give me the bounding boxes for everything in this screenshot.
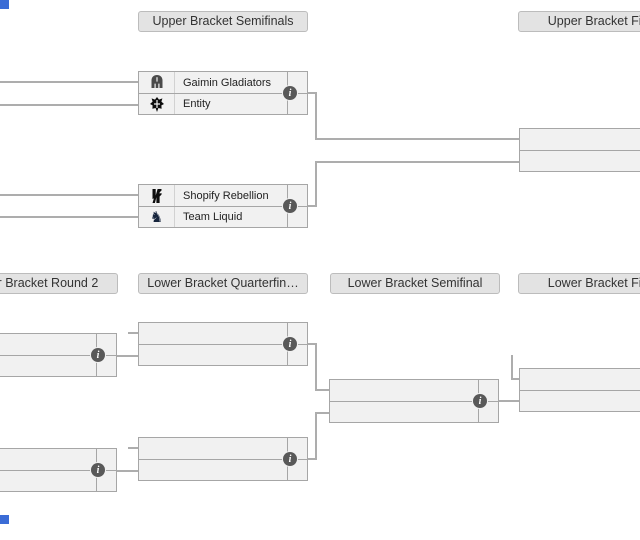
- connector-line: [117, 355, 138, 357]
- team-score: [287, 438, 307, 459]
- team-name[interactable]: Shopify Rebellion: [183, 189, 269, 202]
- team-row: Entity: [139, 93, 307, 114]
- connector-line: [308, 205, 317, 207]
- team-row: Gaimin Gladiators: [139, 72, 307, 93]
- connector-line: [315, 412, 317, 460]
- connector-line: [315, 161, 519, 163]
- round-header-lower-bracket-quarterfinal: Lower Bracket Quarterfin…: [138, 273, 308, 294]
- match-box-ub-final: [519, 128, 640, 172]
- match-box-lb-quarterfinal-2: [138, 437, 308, 481]
- team-score: [287, 185, 307, 206]
- team-score: [287, 94, 307, 114]
- connector-line: [308, 458, 317, 460]
- team-name[interactable]: Entity: [183, 98, 211, 110]
- match-box-ub-semifinal-2: Shopify Rebellion ♞ Team Liquid: [138, 184, 308, 228]
- connector-line: [315, 161, 317, 207]
- team-row: [0, 470, 116, 491]
- team-row: [139, 438, 307, 459]
- connector-line: [0, 194, 139, 196]
- round-header-upper-bracket-semifinals: Upper Bracket Semifinals: [138, 11, 308, 32]
- match-box-ub-semifinal-1: Gaimin Gladiators Entity: [138, 71, 308, 115]
- round-header-lower-bracket-semifinal: Lower Bracket Semifinal: [330, 273, 500, 294]
- connector-line: [511, 355, 513, 380]
- team-row: [0, 355, 116, 376]
- connector-line: [315, 138, 519, 140]
- round-header-lower-bracket-round-2: Lower Bracket Round 2: [0, 273, 118, 294]
- team-name[interactable]: Team Liquid: [183, 211, 243, 223]
- team-row: ♞ Team Liquid: [139, 206, 307, 227]
- connector-line: [308, 92, 317, 94]
- connector-line: [0, 104, 139, 106]
- match-box-lb-quarterfinal-1: [138, 322, 308, 366]
- team-score: [96, 449, 116, 470]
- connector-line: [128, 447, 138, 449]
- team-score: [478, 402, 498, 422]
- team-row: [520, 129, 640, 150]
- connector-line: [315, 343, 317, 391]
- team-row: [520, 369, 640, 390]
- match-info-icon[interactable]: i: [283, 452, 297, 466]
- bracket-scroll-marker-top[interactable]: [0, 0, 9, 9]
- team-row: [520, 150, 640, 171]
- round-header-lower-bracket-final: Lower Bracket Final: [518, 273, 640, 294]
- match-info-icon[interactable]: i: [91, 463, 105, 477]
- team-score: [287, 72, 307, 93]
- team-liquid-logo-icon: ♞: [139, 207, 175, 227]
- bracket-scroll-marker-bottom[interactable]: [0, 515, 9, 524]
- shopify-rebellion-logo-icon: [139, 185, 175, 206]
- match-info-icon[interactable]: i: [91, 348, 105, 362]
- match-info-icon[interactable]: i: [283, 86, 297, 100]
- team-row: [0, 449, 116, 470]
- team-score: [287, 460, 307, 480]
- connector-line: [315, 389, 329, 391]
- entity-logo-icon: [139, 94, 175, 114]
- team-row: [330, 401, 498, 422]
- match-box-lb-semifinal: [329, 379, 499, 423]
- team-row: [139, 323, 307, 344]
- team-score: [287, 345, 307, 365]
- team-score: [96, 356, 116, 376]
- team-row: [0, 334, 116, 355]
- team-score: [287, 323, 307, 344]
- connector-line: [0, 81, 139, 83]
- connector-line: [315, 412, 329, 414]
- connector-line: [499, 400, 519, 402]
- match-info-icon[interactable]: i: [283, 199, 297, 213]
- connector-line: [315, 92, 317, 140]
- team-row: Shopify Rebellion: [139, 185, 307, 206]
- connector-line: [308, 343, 317, 345]
- match-info-icon[interactable]: i: [283, 337, 297, 351]
- connector-line: [511, 378, 519, 380]
- team-score: [287, 207, 307, 227]
- connector-line: [0, 216, 139, 218]
- match-box-lb-final: [519, 368, 640, 412]
- team-row: [330, 380, 498, 401]
- team-row: [139, 459, 307, 480]
- team-name[interactable]: Gaimin Gladiators: [183, 76, 272, 89]
- round-header-upper-bracket-final: Upper Bracket Final: [518, 11, 640, 32]
- team-score: [96, 471, 116, 491]
- team-row: [520, 390, 640, 411]
- gaimin-gladiators-logo-icon: [139, 72, 175, 93]
- match-info-icon[interactable]: i: [473, 394, 487, 408]
- connector-line: [117, 470, 138, 472]
- team-score: [96, 334, 116, 355]
- team-row: [139, 344, 307, 365]
- team-score: [478, 380, 498, 401]
- connector-line: [128, 332, 138, 334]
